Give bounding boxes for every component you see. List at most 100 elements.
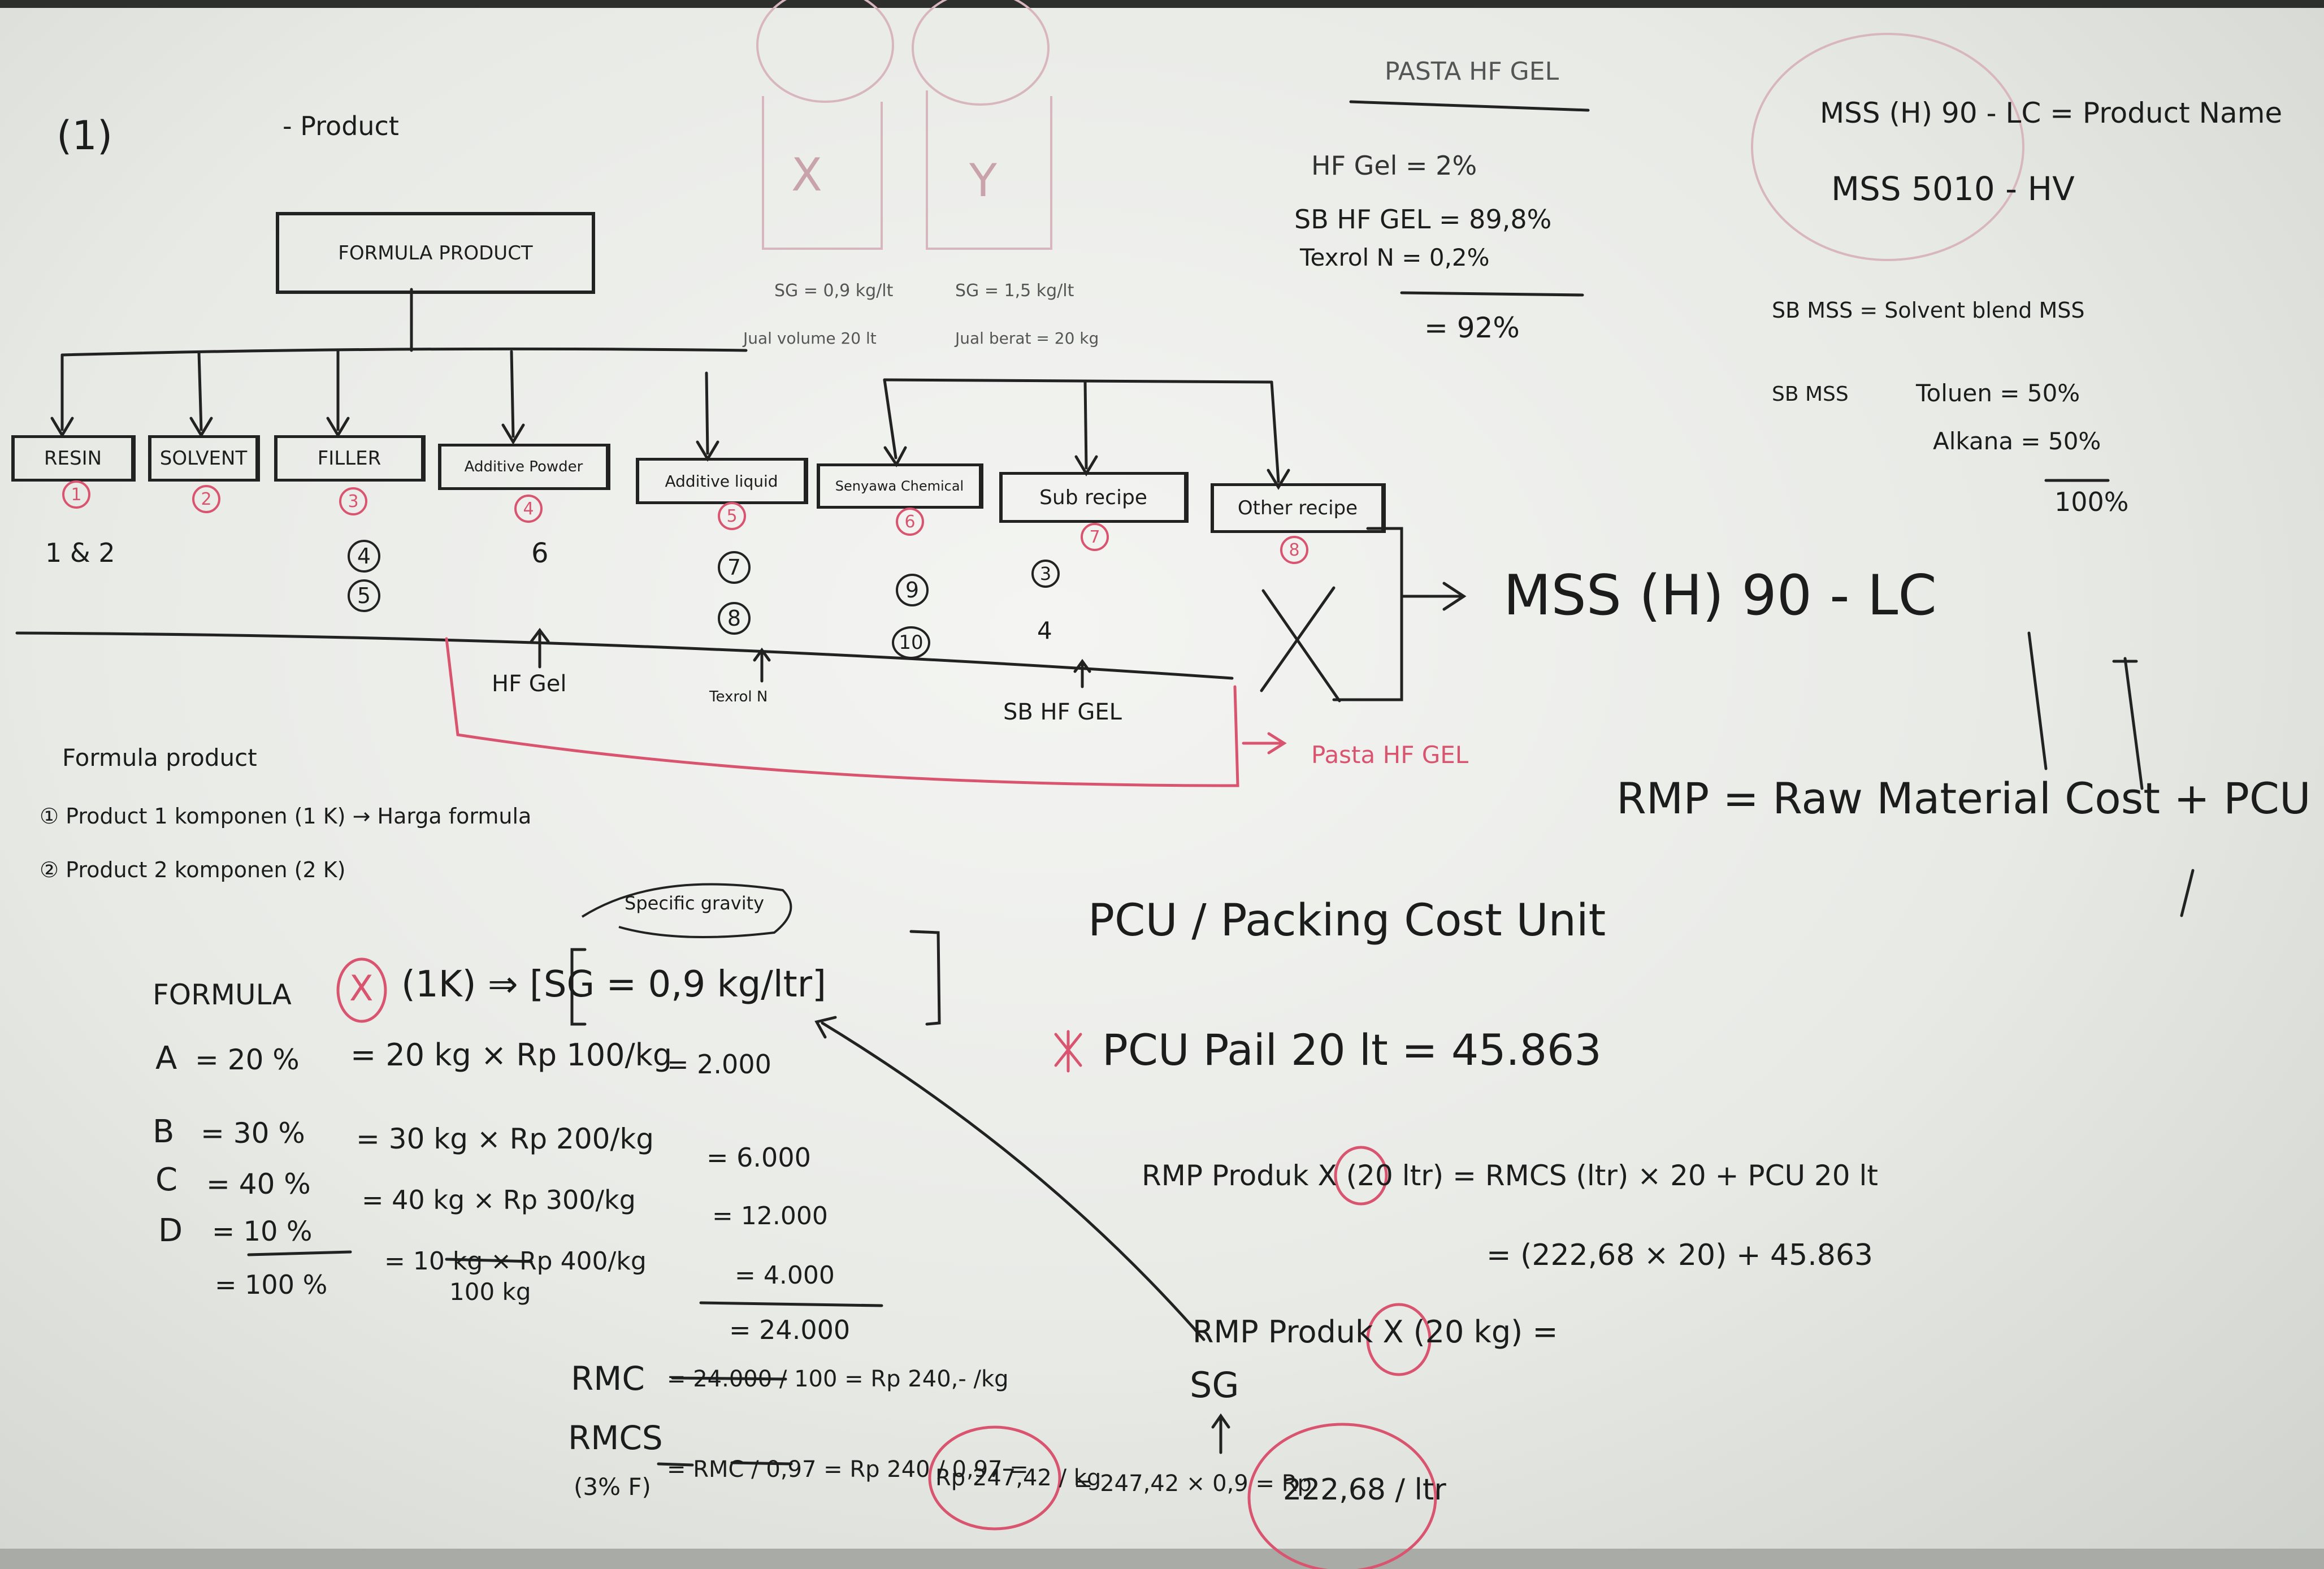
senyawa-sub-item-2: 10 [892,626,930,659]
calc-row-a-expr: = 20 kg × Rp 100/kg [350,1037,673,1073]
category-box-solvent: SOLVENT [148,435,260,482]
connector-bus [60,347,748,357]
calc-row-c-label: C [155,1161,178,1198]
note-hf-gel: HF Gel [492,671,567,697]
formula-product-label: FORMULA PRODUCT [338,241,533,265]
rmcs-expression: = RMC / 0,97 = Rp 240 / 0,97 = [667,1457,1029,1483]
additive-liquid-sub-item-2: 8 [718,602,751,635]
category-number-resin: 1 [62,480,90,509]
whiteboard-top-frame [0,0,2324,8]
sb-mss-label: SB MSS [1772,383,1849,406]
faint-box-x [762,96,883,250]
calc-row-b-label: B [153,1113,175,1150]
category-label-filler: FILLER [317,447,381,470]
faded-sg-x: SG = 0,9 kg/lt [774,281,894,301]
category-label-solvent: SOLVENT [159,447,248,470]
rmc-expression: = 24.000 / 100 = Rp 240,- /kg [667,1366,1009,1392]
produk-x-circle [1334,1146,1388,1206]
formula-notes-title: Formula product [62,744,257,772]
sb-mss-definition: SB MSS = Solvent blend MSS [1772,298,2085,323]
calc-row-c-pct: = 40 % [206,1168,311,1200]
divider-line [15,631,1234,680]
additive-powder-sub-item: 6 [531,538,549,569]
note-pasta-hf-gel: Pasta HF GEL [1311,741,1469,769]
bracket-to-product [1332,527,1403,701]
note-sb-hf-gel: SB HF GEL [1003,699,1122,725]
sub-recipe-sub-item-2: 4 [1037,617,1052,644]
rmcs-result-circle [928,1425,1061,1531]
formula-notes-item-1: ① Product 1 komponen (1 K) → Harga formu… [40,804,532,829]
sb-mss-total: 100% [2054,487,2129,517]
calc-row-d-expr: = 10 kg × Rp 400/kg [384,1247,647,1276]
page-number: (1) [57,112,113,159]
calc-heading-right: (1K) ⇒ [SG = 0,9 kg/ltr] [401,964,826,1005]
calc-total-pct: = 100 % [215,1269,328,1300]
sg-label: SG [1190,1364,1239,1406]
rmp-last-line: RMP Produk X (20 kg) = [1193,1314,1558,1350]
calc-row-b-result: = 6.000 [706,1142,811,1173]
category-number-additive-powder: 4 [514,495,543,523]
note-texrol: Texrol N [709,688,768,705]
pcu-line: PCU Pail 20 lt = 45.863 [1102,1025,1602,1075]
pasta-bracket [445,637,1239,787]
sb-mss-alkana: Alkana = 50% [1933,427,2101,455]
calc-row-a-result: = 2.000 [667,1049,771,1080]
calc-total-kg: 100 kg [449,1278,531,1306]
calc-row-b-expr: = 30 kg × Rp 200/kg [356,1122,654,1155]
category-number-filler: 3 [339,487,367,515]
category-box-senyawa: Senyawa Chemical [817,463,983,509]
sg-expression: = 247,42 × 0,9 = Rp [1074,1471,1312,1497]
category-label-additive-liquid: Additive liquid [665,471,778,491]
pasta-line-sb-hf-gel: SB HF GEL = 89,8% [1294,204,1552,235]
product-heading: - Product [283,111,399,141]
calc-row-a-label: A [155,1040,177,1077]
drop-solvent [197,351,203,431]
rmp-calc-line: = (222,68 × 20) + 45.863 [1486,1238,1873,1272]
names-line-2: MSS 5010 - HV [1831,170,2075,208]
category-box-additive-powder: Additive Powder [438,444,610,490]
calc-heading-left: FORMULA [153,978,292,1011]
produk-x-circle-2 [1366,1303,1432,1376]
faded-y: Y [969,154,997,207]
calc-row-c-expr: = 40 kg × Rp 300/kg [362,1185,636,1215]
category-number-senyawa: 6 [896,508,924,536]
category-box-filler: FILLER [274,435,426,482]
drop-other-recipe [1270,380,1280,483]
connector-bus-right [883,378,1273,384]
calc-row-c-result: = 12.000 [712,1202,828,1230]
faint-box-y [926,90,1052,250]
pasta-line-hf-gel: HF Gel = 2% [1311,150,1477,181]
product-result: MSS (H) 90 - LC [1503,564,1937,628]
category-label-other-recipe: Other recipe [1237,497,1358,519]
calc-row-a-pct: = 20 % [195,1043,300,1076]
calc-total-value: = 24.000 [729,1315,851,1345]
filler-sub-item-1: 4 [348,540,380,573]
sb-mss-toluen: Toluen = 50% [1916,379,2080,407]
names-line-1: MSS (H) 90 - LC = Product Name [1820,97,2283,129]
faded-sg-y: SG = 1,5 kg/lt [955,281,1074,301]
filler-sub-item-2: 5 [348,579,380,612]
faded-jual-x: Jual volume 20 lt [743,329,877,348]
pasta-line-texrol: Texrol N = 0,2% [1300,244,1490,271]
specific-gravity-note: Specific gravity [625,892,765,914]
category-label-sub-recipe: Sub recipe [1039,486,1147,509]
calc-row-b-pct: = 30 % [201,1117,305,1150]
drop-additive-liquid [705,371,709,455]
formula-x-circle [336,957,387,1023]
rmcs-label: RMCS [568,1419,663,1457]
pasta-total: = 92% [1424,311,1520,344]
category-label-additive-powder: Additive Powder [464,458,583,475]
category-box-other-recipe: Other recipe [1211,483,1386,533]
category-number-sub-recipe: 7 [1081,523,1109,551]
category-box-sub-recipe: Sub recipe [999,472,1189,523]
category-label-resin: RESIN [44,447,102,470]
arrow-sg-to-formula [821,1021,1206,1341]
calc-row-d-label: D [158,1212,183,1249]
category-box-resin: RESIN [11,435,136,482]
faded-x: X [791,149,822,201]
rmc-label: RMC [571,1359,645,1398]
formula-product-box: FORMULA PRODUCT [276,212,595,294]
category-label-senyawa: Senyawa Chemical [835,478,964,494]
resin-sub-items: 1 & 2 [45,538,115,568]
